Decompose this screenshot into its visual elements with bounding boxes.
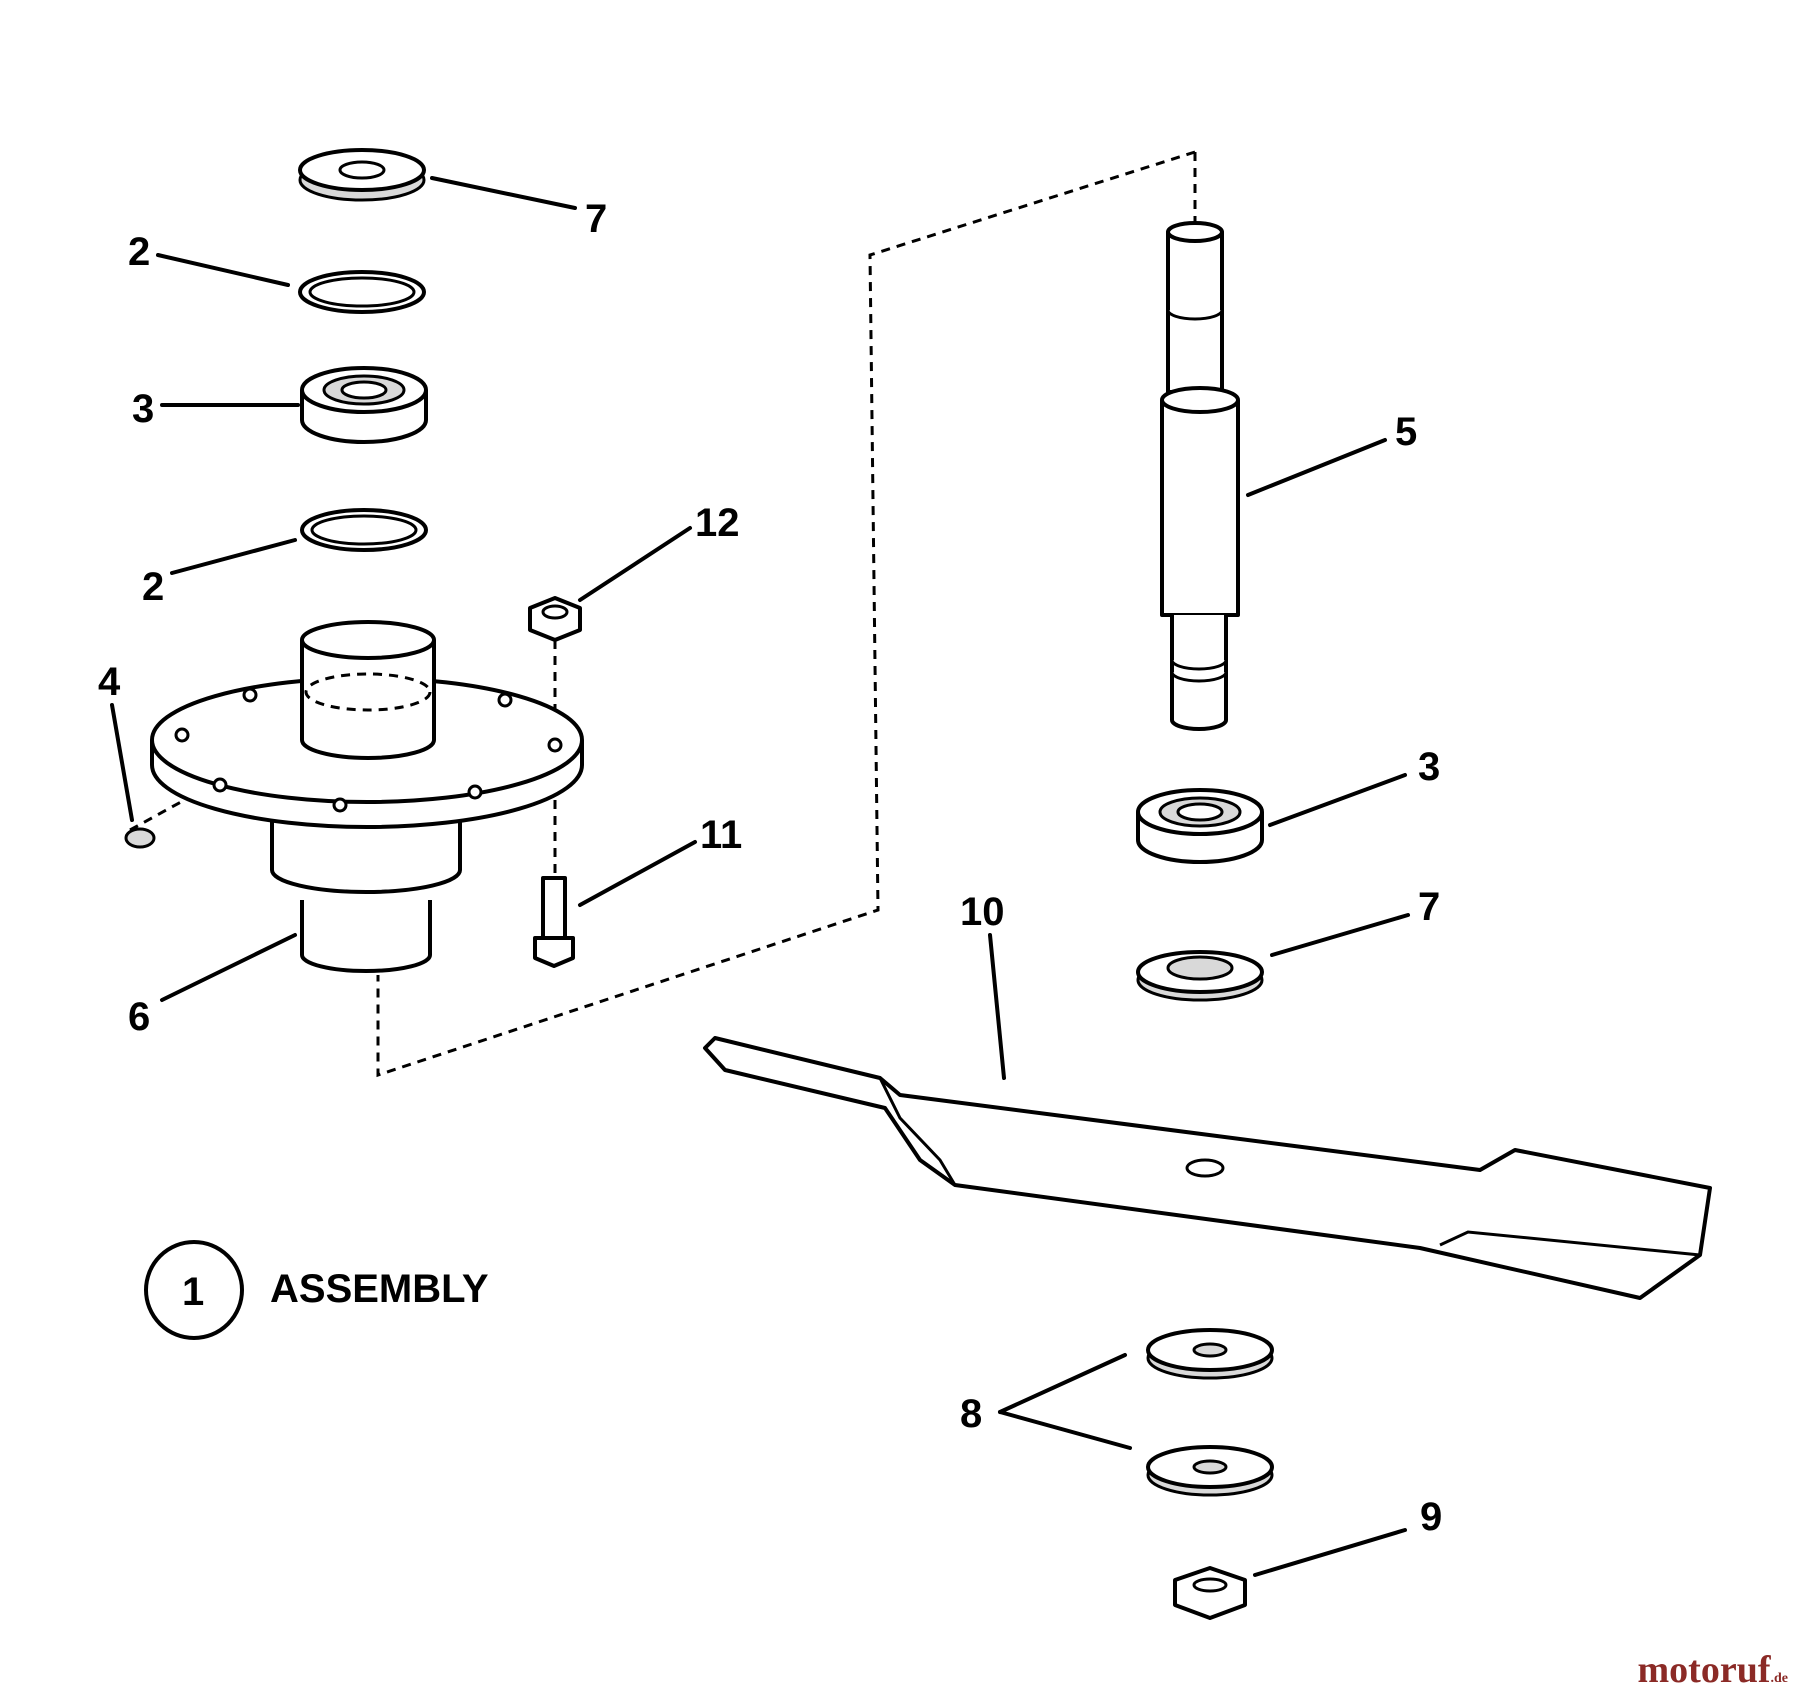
watermark-logo: motoruf.de — [1638, 1648, 1788, 1692]
callout-7-top: 7 — [585, 197, 607, 241]
washer-7-right — [1136, 950, 1264, 1002]
bearing-3-left — [300, 366, 428, 444]
callouts: 7 2 3 2 12 4 11 6 5 3 7 10 8 9 — [98, 197, 1442, 1539]
washer-8-top — [1146, 1328, 1274, 1380]
callout-9: 9 — [1420, 1495, 1442, 1539]
watermark-name: motoruf — [1637, 1649, 1771, 1691]
callout-10: 10 — [960, 890, 1005, 934]
callout-3-left: 3 — [132, 387, 154, 431]
grease-fitting-4 — [124, 827, 156, 849]
assembly-circle — [144, 1240, 244, 1340]
callout-2-bottom: 2 — [142, 565, 164, 609]
callout-6: 6 — [128, 995, 150, 1039]
callout-7-right: 7 — [1418, 885, 1440, 929]
assembly-label: ASSEMBLY — [270, 1267, 489, 1311]
callout-4: 4 — [98, 660, 121, 704]
callout-3-right: 3 — [1418, 745, 1440, 789]
nut-12 — [528, 596, 582, 642]
assembly-number: 1 — [182, 1270, 204, 1314]
callout-12: 12 — [695, 501, 740, 545]
callout-11: 11 — [700, 813, 742, 857]
spindle-housing-6 — [150, 620, 584, 973]
nut-9 — [1173, 1566, 1247, 1620]
assembly-legend: 1 ASSEMBLY — [144, 1240, 489, 1340]
snap-ring-2-top — [298, 270, 426, 314]
washer-8-bottom — [1146, 1445, 1274, 1497]
blade-10 — [703, 1036, 1712, 1300]
watermark-suffix: .de — [1770, 1671, 1789, 1686]
callout-8: 8 — [960, 1392, 982, 1436]
bolt-11 — [533, 876, 575, 968]
leader-lines — [110, 176, 1410, 1577]
snap-ring-2-bottom — [300, 508, 428, 552]
callout-2-top: 2 — [128, 230, 150, 274]
washer-7-top — [298, 148, 426, 202]
shaft-5 — [1160, 221, 1240, 731]
bearing-3-right — [1136, 788, 1264, 864]
callout-5: 5 — [1395, 410, 1417, 454]
